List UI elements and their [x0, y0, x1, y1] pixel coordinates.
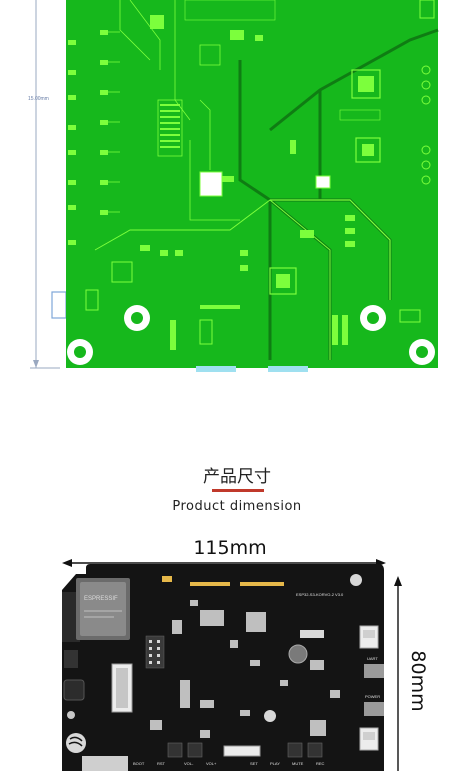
board-body [62, 564, 384, 771]
board-photo-svg: ESPRESSIF [62, 564, 384, 771]
usb-edge-marker-2 [268, 366, 308, 372]
usb-edge-marker [196, 366, 236, 372]
btn-label-rec: REC [316, 761, 325, 766]
small-components [150, 600, 340, 738]
pin-header-left [145, 635, 165, 669]
module-brand-label: ESPRESSIF [84, 596, 118, 602]
connector-fpc-footprint [157, 99, 183, 157]
qfn-chip-bottom [111, 261, 297, 295]
btn-label-rst: RST [157, 761, 166, 766]
pcb-board-outline [66, 0, 438, 368]
mid-components [85, 140, 355, 350]
mounting-hole-mid [264, 710, 276, 722]
logo-waves [68, 736, 83, 747]
qfn-chip-right-top [339, 69, 381, 121]
jst-connector-top [359, 625, 379, 649]
sd-card-slot [82, 756, 128, 771]
title-underline [212, 489, 264, 492]
right-edge-pads [399, 0, 435, 323]
height-annotation-label: 15.00mm [28, 96, 49, 102]
jst-connector-bottom [359, 727, 379, 751]
button-row [167, 742, 323, 758]
width-label: 115mm [193, 537, 267, 559]
mounting-hole-top-right [350, 574, 362, 586]
mounting-holes [67, 305, 435, 365]
highlight-trace [270, 199, 391, 300]
board-edge-notch [62, 592, 80, 642]
chip-cluster-top [150, 0, 276, 66]
button-labels: BOOT RST VOL- VOL+ SET PLAY MUTE REC [133, 761, 325, 766]
pcb-layout-view: 15.00mm [0, 0, 474, 372]
pin-header-left-pins [149, 640, 160, 664]
edge-connector-outline [51, 291, 67, 319]
usb-uart-connector [364, 664, 384, 678]
dimension-arrow [33, 360, 39, 368]
camera-connector [63, 679, 85, 701]
left-pad-array [68, 30, 108, 245]
btn-label-boot: BOOT [133, 761, 145, 766]
usb-power-connector [364, 702, 384, 716]
silk-power-label: POWER [365, 694, 380, 699]
btn-label-mute: MUTE [292, 761, 304, 766]
section-subtitle: Product dimension [172, 499, 302, 514]
qfn-chip-right-mid [355, 137, 381, 163]
capacitor-can [288, 644, 308, 664]
bottom-fpc-connector [223, 745, 261, 757]
esp32-module: ESPRESSIF [76, 578, 130, 640]
fpc-connector-inner [116, 668, 128, 708]
btn-label-vol-down: VOL- [184, 761, 194, 766]
section-title: 产品尺寸 [203, 467, 271, 487]
btn-label-vol-up: VOL+ [206, 761, 217, 766]
highlight-trace-2 [94, 199, 331, 360]
mounting-hole-small [67, 711, 75, 719]
pcb-layout-svg: 15.00mm [28, 0, 439, 372]
gold-header-top [162, 576, 284, 586]
board-name-label: ESP32-S3-KORVO-2 V3.0 [296, 592, 344, 597]
plane-split-traces-2 [269, 28, 439, 132]
side-button [64, 650, 78, 668]
regulator-footprint [199, 171, 234, 197]
board-photo: ESPRESSIF [0, 560, 474, 771]
btn-label-play: PLAY [270, 761, 280, 766]
silk-box [300, 630, 324, 638]
btn-label-set: SET [250, 761, 258, 766]
height-dimension-arrow [394, 576, 402, 771]
silk-uart-label: UART [367, 656, 378, 661]
